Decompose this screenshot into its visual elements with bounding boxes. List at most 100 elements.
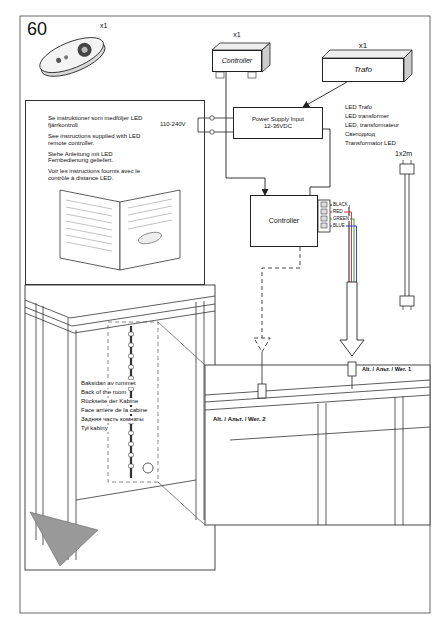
instruction-booklet [128,199,172,208]
instruction-booklet [66,214,112,223]
back-room-panel [129,365,134,369]
back-room-panel [129,464,134,468]
back-room-panel [25,285,215,570]
back-room-panel [43,306,44,545]
remote-icon [63,55,68,60]
instruction-booklet [66,200,112,209]
dashed-arrow-alt2 [254,247,300,352]
back-room-panel [129,343,134,347]
page-frame [20,16,430,613]
led-cable [400,160,414,310]
detail-panel [205,395,430,410]
back-room-panel [76,480,196,500]
hollow-arrow-alt1 [340,282,364,356]
quantity-label: x1 [100,22,107,30]
node-text: Controller [269,217,299,225]
led-cable [400,296,414,306]
node-text: See instructions supplied with LED remot… [48,133,152,147]
location-note: Rückseite der Kabine [80,398,139,405]
trafo-box-3d [322,50,412,58]
detail-panel [262,352,263,384]
instruction-booklet [66,221,112,230]
terminal-block [321,209,327,214]
page-frame [20,16,430,613]
part-name: LED Trafo [345,104,372,111]
quantity-label: x1 [233,31,240,39]
controller-box-3d [212,43,270,50]
remote-icon [81,46,89,54]
detail-panel [395,397,396,525]
quantity-label: x1 [359,41,367,50]
instruction-booklet [120,190,180,270]
back-room-panel [129,453,134,457]
part-name: Светодиод [345,131,375,138]
dashed-arrow-alt2 [254,338,270,352]
led-cable [411,306,412,310]
led-cable [400,164,414,174]
back-room-panel [25,285,215,570]
terminal-block [321,216,327,221]
back-room-panel [143,463,153,473]
detail-panel [205,365,430,525]
part-name: LED, transformateur [345,122,399,129]
controller-box-3d [248,72,256,78]
detail-panel [403,396,404,525]
wire-name: BLACK [332,202,349,207]
controller-box-3d [216,72,224,78]
option-label: Alt. / Альт. / Wer. 2 [212,416,267,423]
instruction-booklet [66,228,112,237]
zoom-leader [158,322,205,365]
controller-box-3d [262,43,270,72]
dashed-arrow-alt2 [262,247,300,338]
rgb-wires [330,226,357,282]
remote-icon [75,41,93,59]
instruction-booklet [137,230,163,246]
wire-name: BLUE [332,223,346,228]
led-cable [409,174,410,296]
back-room-panel [129,442,134,446]
back-room-panel [129,431,134,435]
back-room-panel [196,302,197,520]
detail-panel [205,387,430,402]
voltage-label: 110-240V [160,121,186,128]
led-cable [403,160,404,164]
page-number: 60 [27,19,47,40]
rgb-wires [330,205,357,282]
back-room-panel [129,387,134,391]
hollow-arrow-alt1 [340,282,364,356]
instruction-booklet [66,207,112,216]
instruction-booklet [128,206,172,215]
part-name: LED transformer [345,113,389,120]
instruction-booklet [128,213,172,222]
trafo-box-3d [404,50,412,82]
back-room-panel [25,304,215,326]
controller-unit: Controller [250,195,318,247]
mains-input [198,116,233,134]
node-text: Trafo [354,65,372,74]
node-text: Siehe Anleitung mit LED Fernbedienung ge… [48,151,152,165]
power-supply-box: Power Supply Input 12-36VDC [233,107,323,139]
location-note: Baksidan av rummet [80,380,137,387]
zoom-leader [158,482,205,525]
zoom-leader [158,322,205,525]
instruction-booklet [66,235,112,244]
back-room-panel [129,332,134,336]
node-text: Voir les instructions fournis avec le co… [48,168,152,182]
instruction-panel: Se instruktioner som medföljer LED fjärr… [25,100,205,285]
controller-box: x1Controller [212,50,262,72]
back-room-panel [25,296,215,318]
location-note: Face arrière de la cabine [80,407,148,414]
trafo-box: x1Trafo [322,58,404,82]
detail-panel [318,404,319,525]
back-room-panel [204,301,205,520]
instruction-booklet [60,190,180,270]
location-note: Back of the room [80,389,127,396]
terminal-block [318,200,330,232]
instruction-booklet [66,199,172,251]
instruction-booklet [66,242,112,251]
